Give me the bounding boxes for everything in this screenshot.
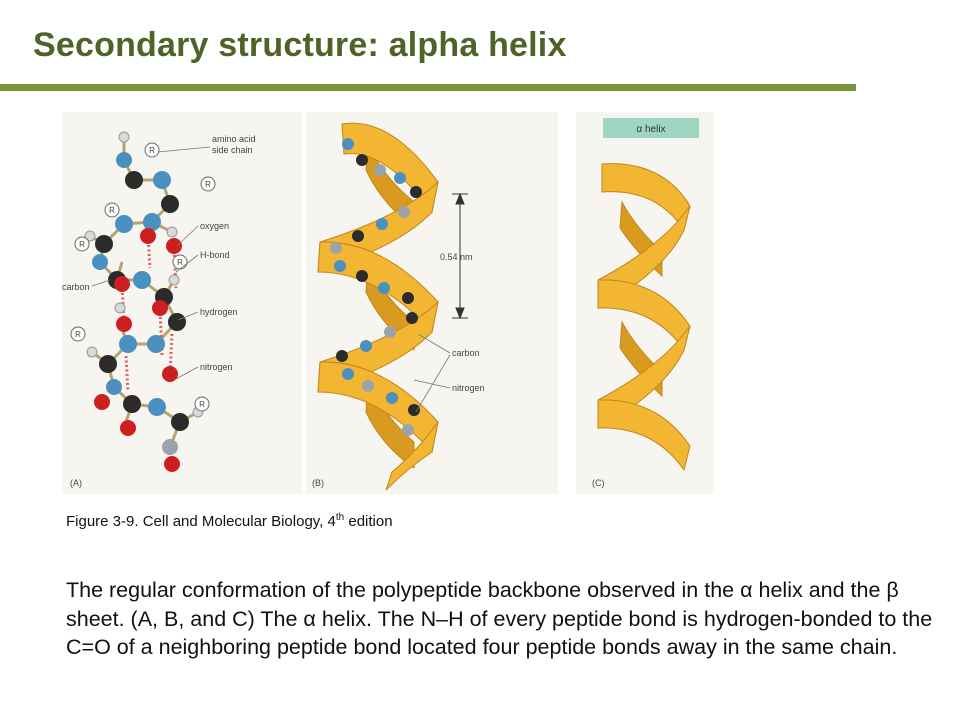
alpha-helix-header: [603, 118, 699, 138]
panel-c-label: (C): [592, 478, 605, 488]
label-nitrogen-a: nitrogen: [200, 362, 233, 372]
label-carbon-b: carbon: [452, 348, 480, 358]
alpha-helix-header-text: α helix: [636, 124, 665, 135]
caption-superscript: th: [335, 512, 345, 523]
panel-a-label: (A): [70, 478, 82, 488]
label-nitrogen-b: nitrogen: [452, 383, 485, 393]
pitch-label: 0.54 nm: [440, 252, 473, 262]
r-marker: R: [177, 258, 183, 267]
label-carbon-a: carbon: [62, 282, 90, 292]
r-marker: R: [199, 400, 205, 409]
panel-c-ribbon-helix: α helix (C): [592, 118, 699, 488]
r-marker: R: [109, 206, 115, 215]
label-oxygen: oxygen: [200, 221, 229, 231]
label-hydrogen: hydrogen: [200, 307, 238, 317]
r-marker: R: [149, 146, 155, 155]
figure-caption: Figure 3-9. Cell and Molecular Biology, …: [66, 512, 393, 530]
slide-title: Secondary structure: alpha helix: [33, 26, 567, 64]
label-side-chain-1: amino acid: [212, 134, 256, 144]
label-h-bond: H-bond: [200, 250, 230, 260]
caption-prefix: Figure 3-9. Cell and Molecular Biology, …: [66, 513, 336, 530]
panel-b-ribbon-helix: 0.54 nm carbon nitrogen (B): [312, 122, 485, 491]
caption-suffix: edition: [344, 513, 393, 530]
label-side-chain-2: side chain: [212, 145, 253, 155]
alpha-helix-figure: R R R R R R R amino acid side chain oxyg…: [62, 112, 714, 494]
title-underline: [0, 84, 856, 91]
panel-b-label: (B): [312, 478, 324, 488]
r-marker: R: [205, 180, 211, 189]
r-marker: R: [75, 330, 81, 339]
body-paragraph: The regular conformation of the polypept…: [66, 578, 933, 659]
r-marker: R: [79, 240, 85, 249]
panel-a-ball-and-stick: R R R R R R R amino acid side chain oxyg…: [62, 131, 256, 488]
